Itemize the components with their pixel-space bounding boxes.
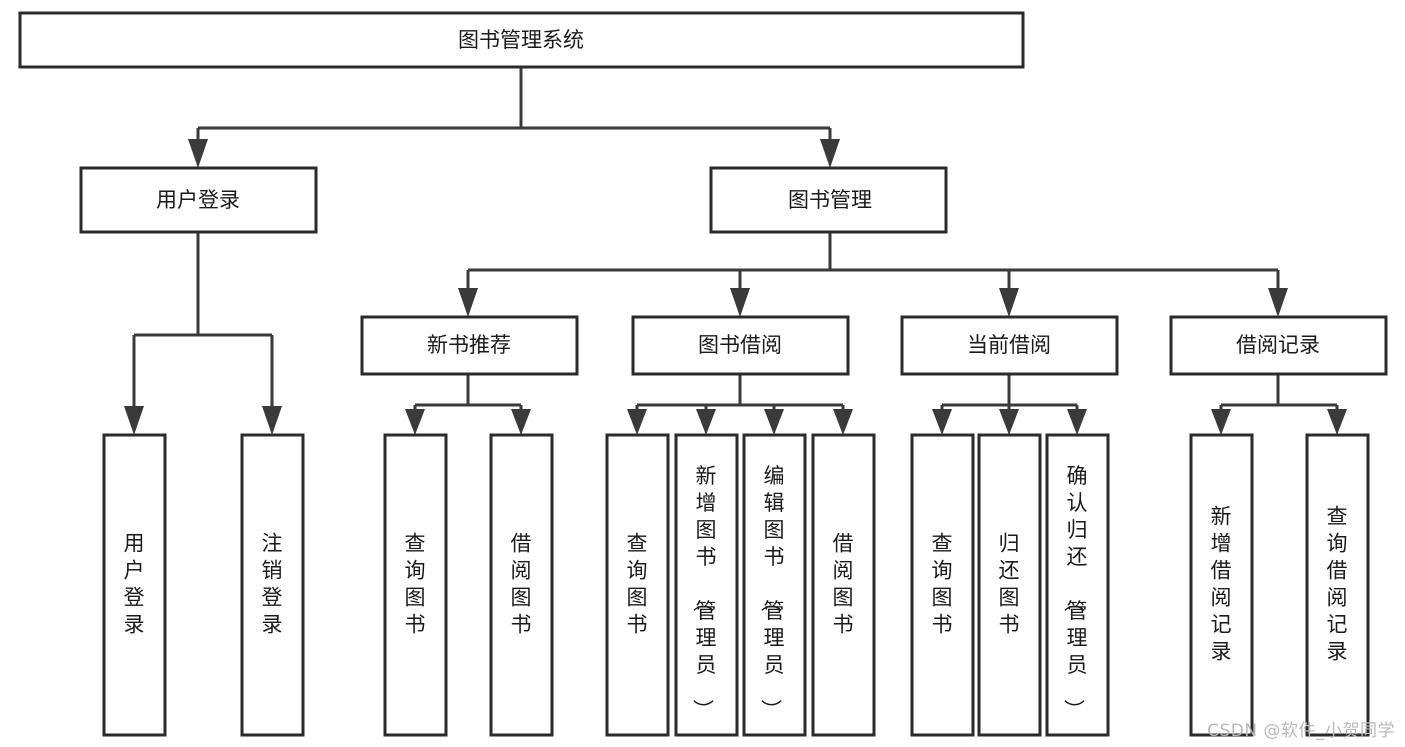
node-box[interactable]	[1045, 433, 1110, 737]
node-leaf-borrow-book-2[interactable]: 借阅图书	[811, 433, 876, 737]
node-label: 确认归还（管理员）	[1062, 464, 1088, 720]
node-label: 新增借阅记录	[1211, 505, 1232, 664]
node-box[interactable]	[1169, 315, 1388, 376]
node-root[interactable]: 图书管理系统	[18, 11, 1025, 69]
node-current-borrow[interactable]: 当前借阅	[900, 315, 1119, 376]
node-label: 查询图书	[932, 532, 953, 637]
node-label: 图书管理系统	[458, 28, 584, 52]
node-box[interactable]	[910, 433, 975, 737]
node-label: 查询借阅记录	[1327, 505, 1348, 664]
node-label: 借阅图书	[833, 532, 854, 637]
node-leaf-query-book-2[interactable]: 查询图书	[605, 433, 670, 737]
node-box[interactable]	[360, 315, 579, 376]
arrow-head-icon	[833, 409, 853, 435]
node-leaf-user-login[interactable]: 用户登录	[102, 433, 167, 737]
node-label: 查询图书	[627, 532, 648, 637]
node-box[interactable]	[102, 433, 167, 737]
node-user-login[interactable]: 用户登录	[79, 166, 318, 234]
node-leaf-add-book[interactable]: 新增图书（管理员）	[674, 433, 739, 737]
node-leaf-query-book-3[interactable]: 查询图书	[910, 433, 975, 737]
node-label: 用户登录	[124, 532, 145, 637]
arrow-head-icon	[1211, 409, 1231, 435]
arrow-head-icon	[511, 409, 531, 435]
node-label: 图书借阅	[698, 333, 782, 357]
node-leaf-return-book[interactable]: 归还图书	[977, 433, 1042, 737]
arrow-head-icon	[764, 409, 784, 435]
node-leaf-edit-book[interactable]: 编辑图书（管理员）	[742, 433, 807, 737]
node-box[interactable]	[18, 11, 1025, 69]
node-box[interactable]	[240, 433, 305, 737]
arrow-head-icon	[1268, 288, 1288, 317]
node-label: 编辑图书（管理员）	[759, 464, 785, 720]
node-box[interactable]	[977, 433, 1042, 737]
node-label: 当前借阅	[967, 333, 1051, 357]
edge-new-book-rec-to-leaves	[405, 374, 531, 435]
arrow-head-icon	[1067, 409, 1087, 435]
edge-borrow-record-to-leaves	[1211, 374, 1347, 435]
node-box[interactable]	[1305, 433, 1370, 737]
connector-layer	[124, 67, 1347, 435]
arrow-head-icon	[188, 139, 208, 168]
edge-root-to-level2	[188, 67, 840, 168]
edge-current-borrow-to-leaves	[932, 374, 1087, 435]
node-box[interactable]	[631, 315, 850, 376]
node-leaf-add-record[interactable]: 新增借阅记录	[1189, 433, 1254, 737]
arrow-head-icon	[1327, 409, 1347, 435]
arrow-head-icon	[999, 288, 1019, 317]
node-box[interactable]	[383, 433, 448, 737]
node-borrow-record[interactable]: 借阅记录	[1169, 315, 1388, 376]
arrow-head-icon	[696, 409, 716, 435]
node-box[interactable]	[489, 433, 554, 737]
node-label: 归还图书	[999, 532, 1020, 637]
node-new-book-rec[interactable]: 新书推荐	[360, 315, 579, 376]
node-box[interactable]	[1189, 433, 1254, 737]
arrow-head-icon	[932, 409, 952, 435]
arrow-head-icon	[999, 409, 1019, 435]
arrow-head-icon	[458, 288, 478, 317]
edge-user-login-to-leaves	[124, 232, 282, 435]
node-box[interactable]	[811, 433, 876, 737]
node-label: 图书管理	[788, 188, 872, 212]
node-leaf-query-record[interactable]: 查询借阅记录	[1305, 433, 1370, 737]
node-label: 注销登录	[262, 532, 283, 637]
arrow-head-icon	[124, 406, 144, 435]
edge-book-manage-to-level3	[458, 232, 1288, 317]
node-box[interactable]	[900, 315, 1119, 376]
arrow-head-icon	[262, 406, 282, 435]
node-label: 借阅记录	[1236, 333, 1320, 357]
node-label: 查询图书	[405, 532, 426, 637]
node-box[interactable]	[674, 433, 739, 737]
node-label: 新书推荐	[427, 333, 511, 357]
node-label: 用户登录	[156, 188, 240, 212]
node-leaf-confirm-return[interactable]: 确认归还（管理员）	[1045, 433, 1110, 737]
edge-book-borrow-to-leaves	[627, 374, 853, 435]
arrow-head-icon	[820, 139, 840, 168]
node-box[interactable]	[742, 433, 807, 737]
arrow-head-icon	[730, 288, 750, 317]
node-label: 新增图书（管理员）	[691, 464, 717, 720]
node-leaf-logout[interactable]: 注销登录	[240, 433, 305, 737]
arrow-head-icon	[405, 409, 425, 435]
node-label: 借阅图书	[511, 532, 532, 637]
node-box[interactable]	[79, 166, 318, 234]
node-leaf-query-book-1[interactable]: 查询图书	[383, 433, 448, 737]
node-book-manage[interactable]: 图书管理	[709, 166, 948, 234]
arrow-head-icon	[627, 409, 647, 435]
node-box[interactable]	[709, 166, 948, 234]
node-box[interactable]	[605, 433, 670, 737]
node-book-borrow[interactable]: 图书借阅	[631, 315, 850, 376]
node-leaf-borrow-book-1[interactable]: 借阅图书	[489, 433, 554, 737]
